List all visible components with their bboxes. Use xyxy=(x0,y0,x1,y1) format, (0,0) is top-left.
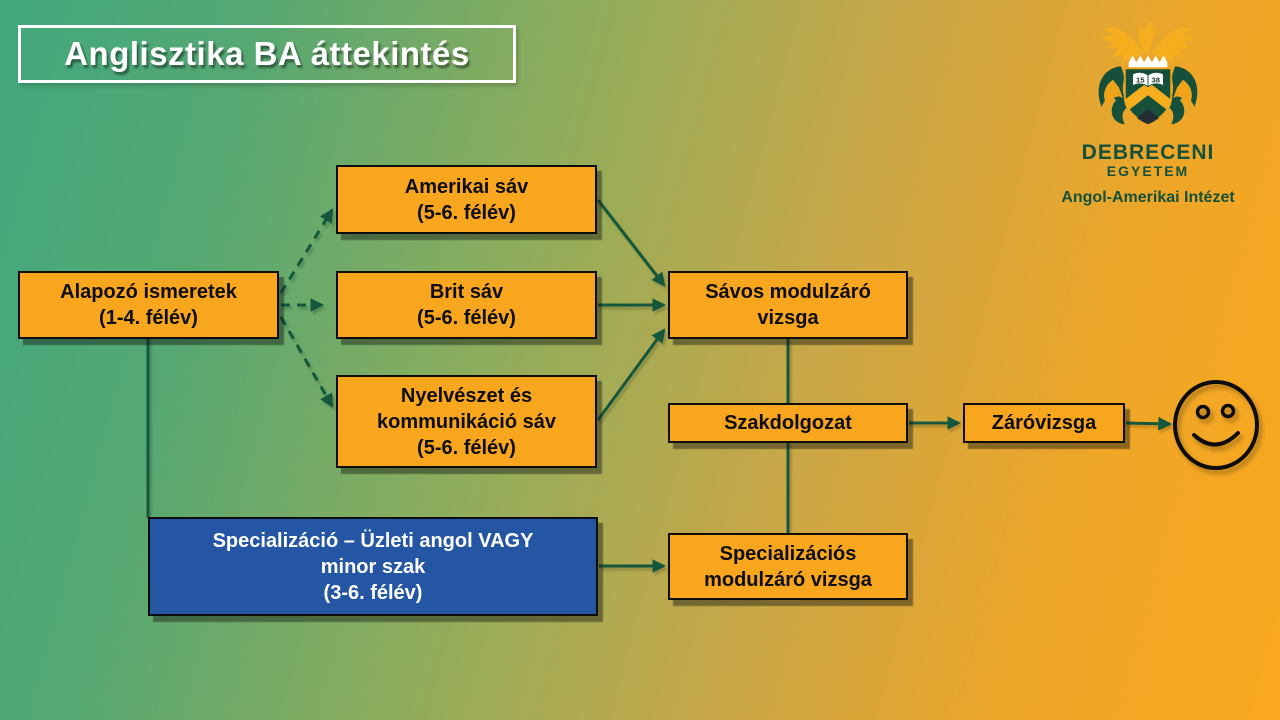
university-crest-icon: 15 38 xyxy=(1098,22,1198,126)
edge-alapozo-to-amerikai xyxy=(279,208,334,294)
logo-institute-name: Angol-Amerikai Intézet xyxy=(1061,188,1235,206)
node-label: minor szak xyxy=(320,555,426,578)
node-label: (3-6. félév) xyxy=(323,581,423,604)
node-label: Nyelvészet és xyxy=(400,384,533,407)
smiley-face-icon xyxy=(1173,380,1259,470)
university-logo: 15 38 DEBRECENI EGYETEM Angol-Amerikai I… xyxy=(1040,12,1256,207)
logo-university-name: DEBRECENI xyxy=(1081,141,1215,164)
node-szakdolgozat: Szakdolgozat xyxy=(668,403,908,443)
node-nyelveszet-kommunikacio-sav: Nyelvészet és kommunikáció sáv (5-6. fél… xyxy=(336,375,597,468)
page-title: Anglisztika BA áttekintés xyxy=(64,35,470,72)
node-label: vizsga xyxy=(757,307,819,329)
node-label: Specializáció – Üzleti angol VAGY xyxy=(212,529,534,552)
node-label: (5-6. félév) xyxy=(417,201,516,224)
node-label: Záróvizsga xyxy=(991,412,1097,434)
node-label: Amerikai sáv xyxy=(404,175,529,198)
node-amerikai-sav: Amerikai sáv (5-6. félév) xyxy=(336,165,597,234)
node-label: (5-6. félév) xyxy=(417,307,516,329)
node-label: Brit sáv xyxy=(429,281,504,303)
edge-nyelveszet-to-savos xyxy=(596,328,666,421)
node-label: (1-4. félév) xyxy=(99,307,198,329)
node-label: (5-6. félév) xyxy=(417,436,516,459)
node-label: modulzáró vizsga xyxy=(704,568,872,591)
node-specializacio: Specializáció – Üzleti angol VAGY minor … xyxy=(148,517,598,616)
node-label: Specializációs xyxy=(719,542,857,565)
edge-amerikai-to-savos xyxy=(596,199,666,287)
node-zarovizsga: Záróvizsga xyxy=(963,403,1125,443)
node-specializacios-modulzaro-vizsga: Specializációs modulzáró vizsga xyxy=(668,533,908,600)
edge-alapozo-to-nyelveszet xyxy=(279,316,334,408)
node-savos-modulzaro-vizsga: Sávos modulzáró vizsga xyxy=(668,271,908,339)
node-label: kommunikáció sáv xyxy=(377,410,556,433)
crest-book-year-right: 38 xyxy=(1151,76,1160,85)
node-brit-sav: Brit sáv (5-6. félév) xyxy=(336,271,597,339)
node-alapozo-ismeretek: Alapozó ismeretek (1-4. félév) xyxy=(18,271,279,339)
node-label: Szakdolgozat xyxy=(724,412,852,434)
node-label: Alapozó ismeretek xyxy=(60,281,237,303)
edge-zarovizsga-to-smiley xyxy=(1125,416,1173,431)
logo-university-name-2: EGYETEM xyxy=(1106,163,1190,179)
page-title-box: Anglisztika BA áttekintés xyxy=(18,25,516,83)
node-label: Sávos modulzáró xyxy=(705,281,871,303)
crest-book-year-left: 15 xyxy=(1136,76,1145,85)
